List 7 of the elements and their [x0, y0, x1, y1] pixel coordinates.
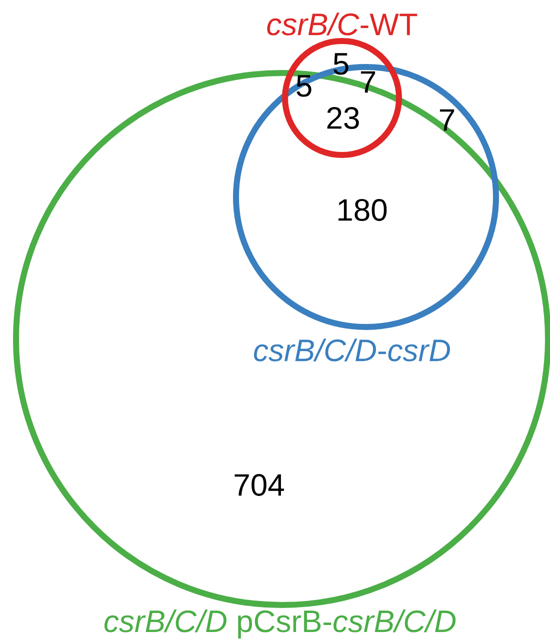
node-label: csrB/C/D pCsrB-csrB/C/D: [104, 610, 456, 638]
count-label: 7: [440, 109, 454, 131]
count-label: 23: [327, 107, 359, 129]
count-label: 180: [338, 199, 387, 221]
node-label: csrB/C/D-csrD: [254, 338, 450, 362]
node-label: csrB/C-WT: [267, 12, 418, 36]
count-label: 704: [234, 474, 284, 496]
